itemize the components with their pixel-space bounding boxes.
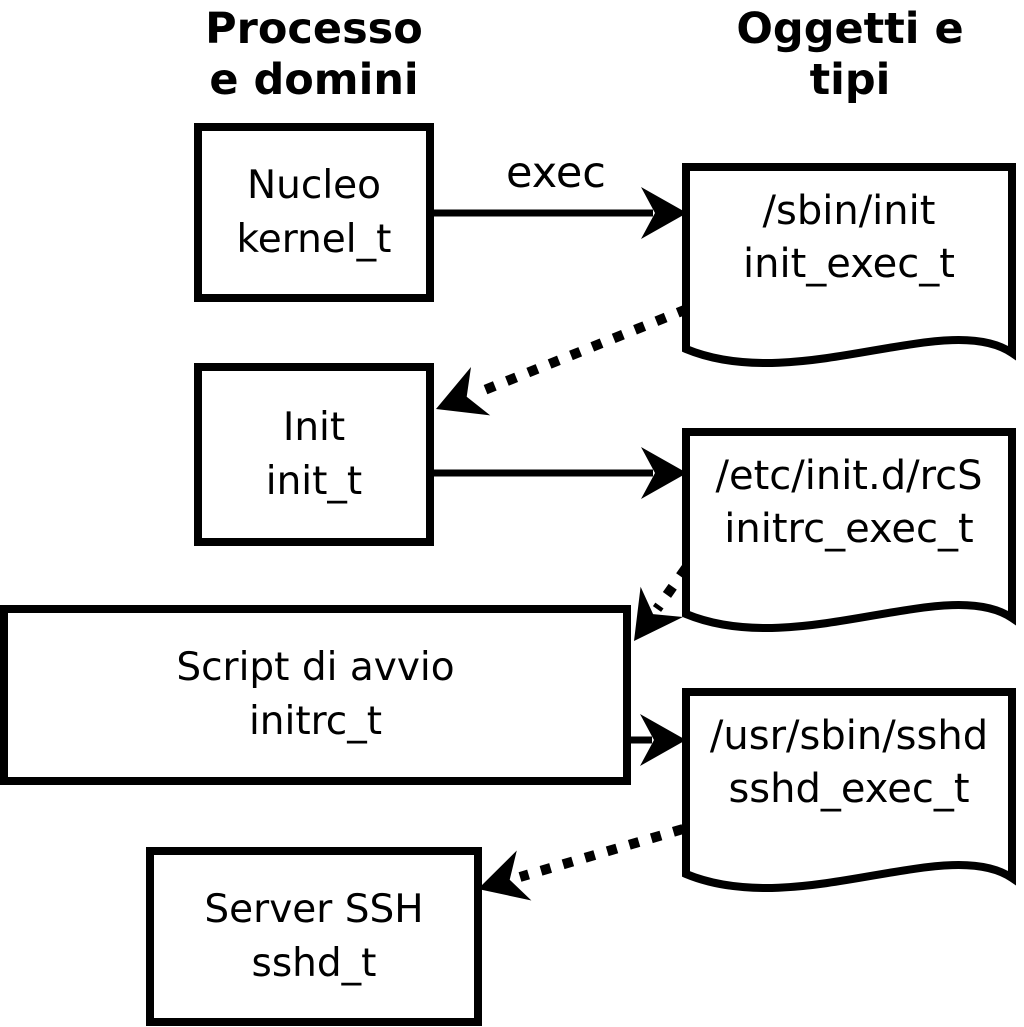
arrow-line-dotted	[475, 304, 689, 398]
document-label: /sbin/init init_exec_t	[682, 185, 1016, 291]
arrowhead	[634, 586, 683, 641]
process-name: Server SSH	[204, 886, 424, 932]
process-box-sshd: Server SSH sshd_t	[146, 847, 482, 1026]
process-name: Script di avvio	[176, 645, 455, 690]
object-type: init_exec_t	[743, 241, 955, 287]
document-label: /etc/init.d/rcS initrc_exec_t	[682, 450, 1016, 556]
process-box-initrc: Script di avvio initrc_t	[0, 605, 631, 785]
arrowhead	[640, 714, 686, 766]
dotted-arrow-sshd-exec-to-sshd	[478, 824, 685, 901]
process-type: initrc_t	[248, 699, 383, 744]
document-shape-init-exec: /sbin/init init_exec_t	[682, 163, 1020, 413]
object-path: /usr/sbin/sshd	[709, 713, 989, 759]
document-outline	[682, 428, 1016, 632]
process-name: Nucleo	[246, 162, 382, 208]
object-type: sshd_exec_t	[728, 766, 970, 812]
column-header-objects: Oggetti e tipi	[736, 4, 964, 105]
arrow-line-dotted	[518, 824, 685, 882]
document-path	[682, 688, 1016, 892]
document-shape-sshd-exec: /usr/sbin/sshd sshd_exec_t	[682, 688, 1020, 938]
document-outline	[682, 688, 1016, 892]
arrowhead	[478, 850, 532, 901]
column-header-processes: Processo e domini	[205, 4, 423, 105]
document-path	[682, 428, 1016, 632]
document-outline	[682, 163, 1016, 367]
process-type: init_t	[265, 458, 363, 504]
solid-arrow-init-to-initrc-exec	[434, 447, 687, 499]
document-path	[682, 163, 1016, 367]
dotted-arrow-initrc-exec-to-initrc	[634, 565, 691, 641]
process-type: kernel_t	[236, 216, 392, 262]
document-label: /usr/sbin/sshd sshd_exec_t	[682, 710, 1016, 816]
object-path: /etc/init.d/rcS	[715, 453, 983, 499]
document-shape-initrc-exec: /etc/init.d/rcS initrc_exec_t	[682, 428, 1020, 678]
object-path: /sbin/init	[762, 188, 936, 234]
process-box-init: Init init_t	[194, 363, 434, 546]
arrowhead	[641, 447, 687, 499]
process-type: sshd_t	[251, 940, 377, 986]
process-name: Init	[282, 404, 346, 450]
object-type: initrc_exec_t	[724, 506, 974, 552]
solid-arrow-initrc-to-sshd-exec	[629, 714, 686, 766]
dotted-arrow-init-exec-to-init	[436, 304, 689, 416]
process-box-kernel: Nucleo kernel_t	[194, 123, 434, 302]
exec-arrow-label: exec	[506, 148, 606, 198]
arrowhead	[436, 367, 491, 416]
